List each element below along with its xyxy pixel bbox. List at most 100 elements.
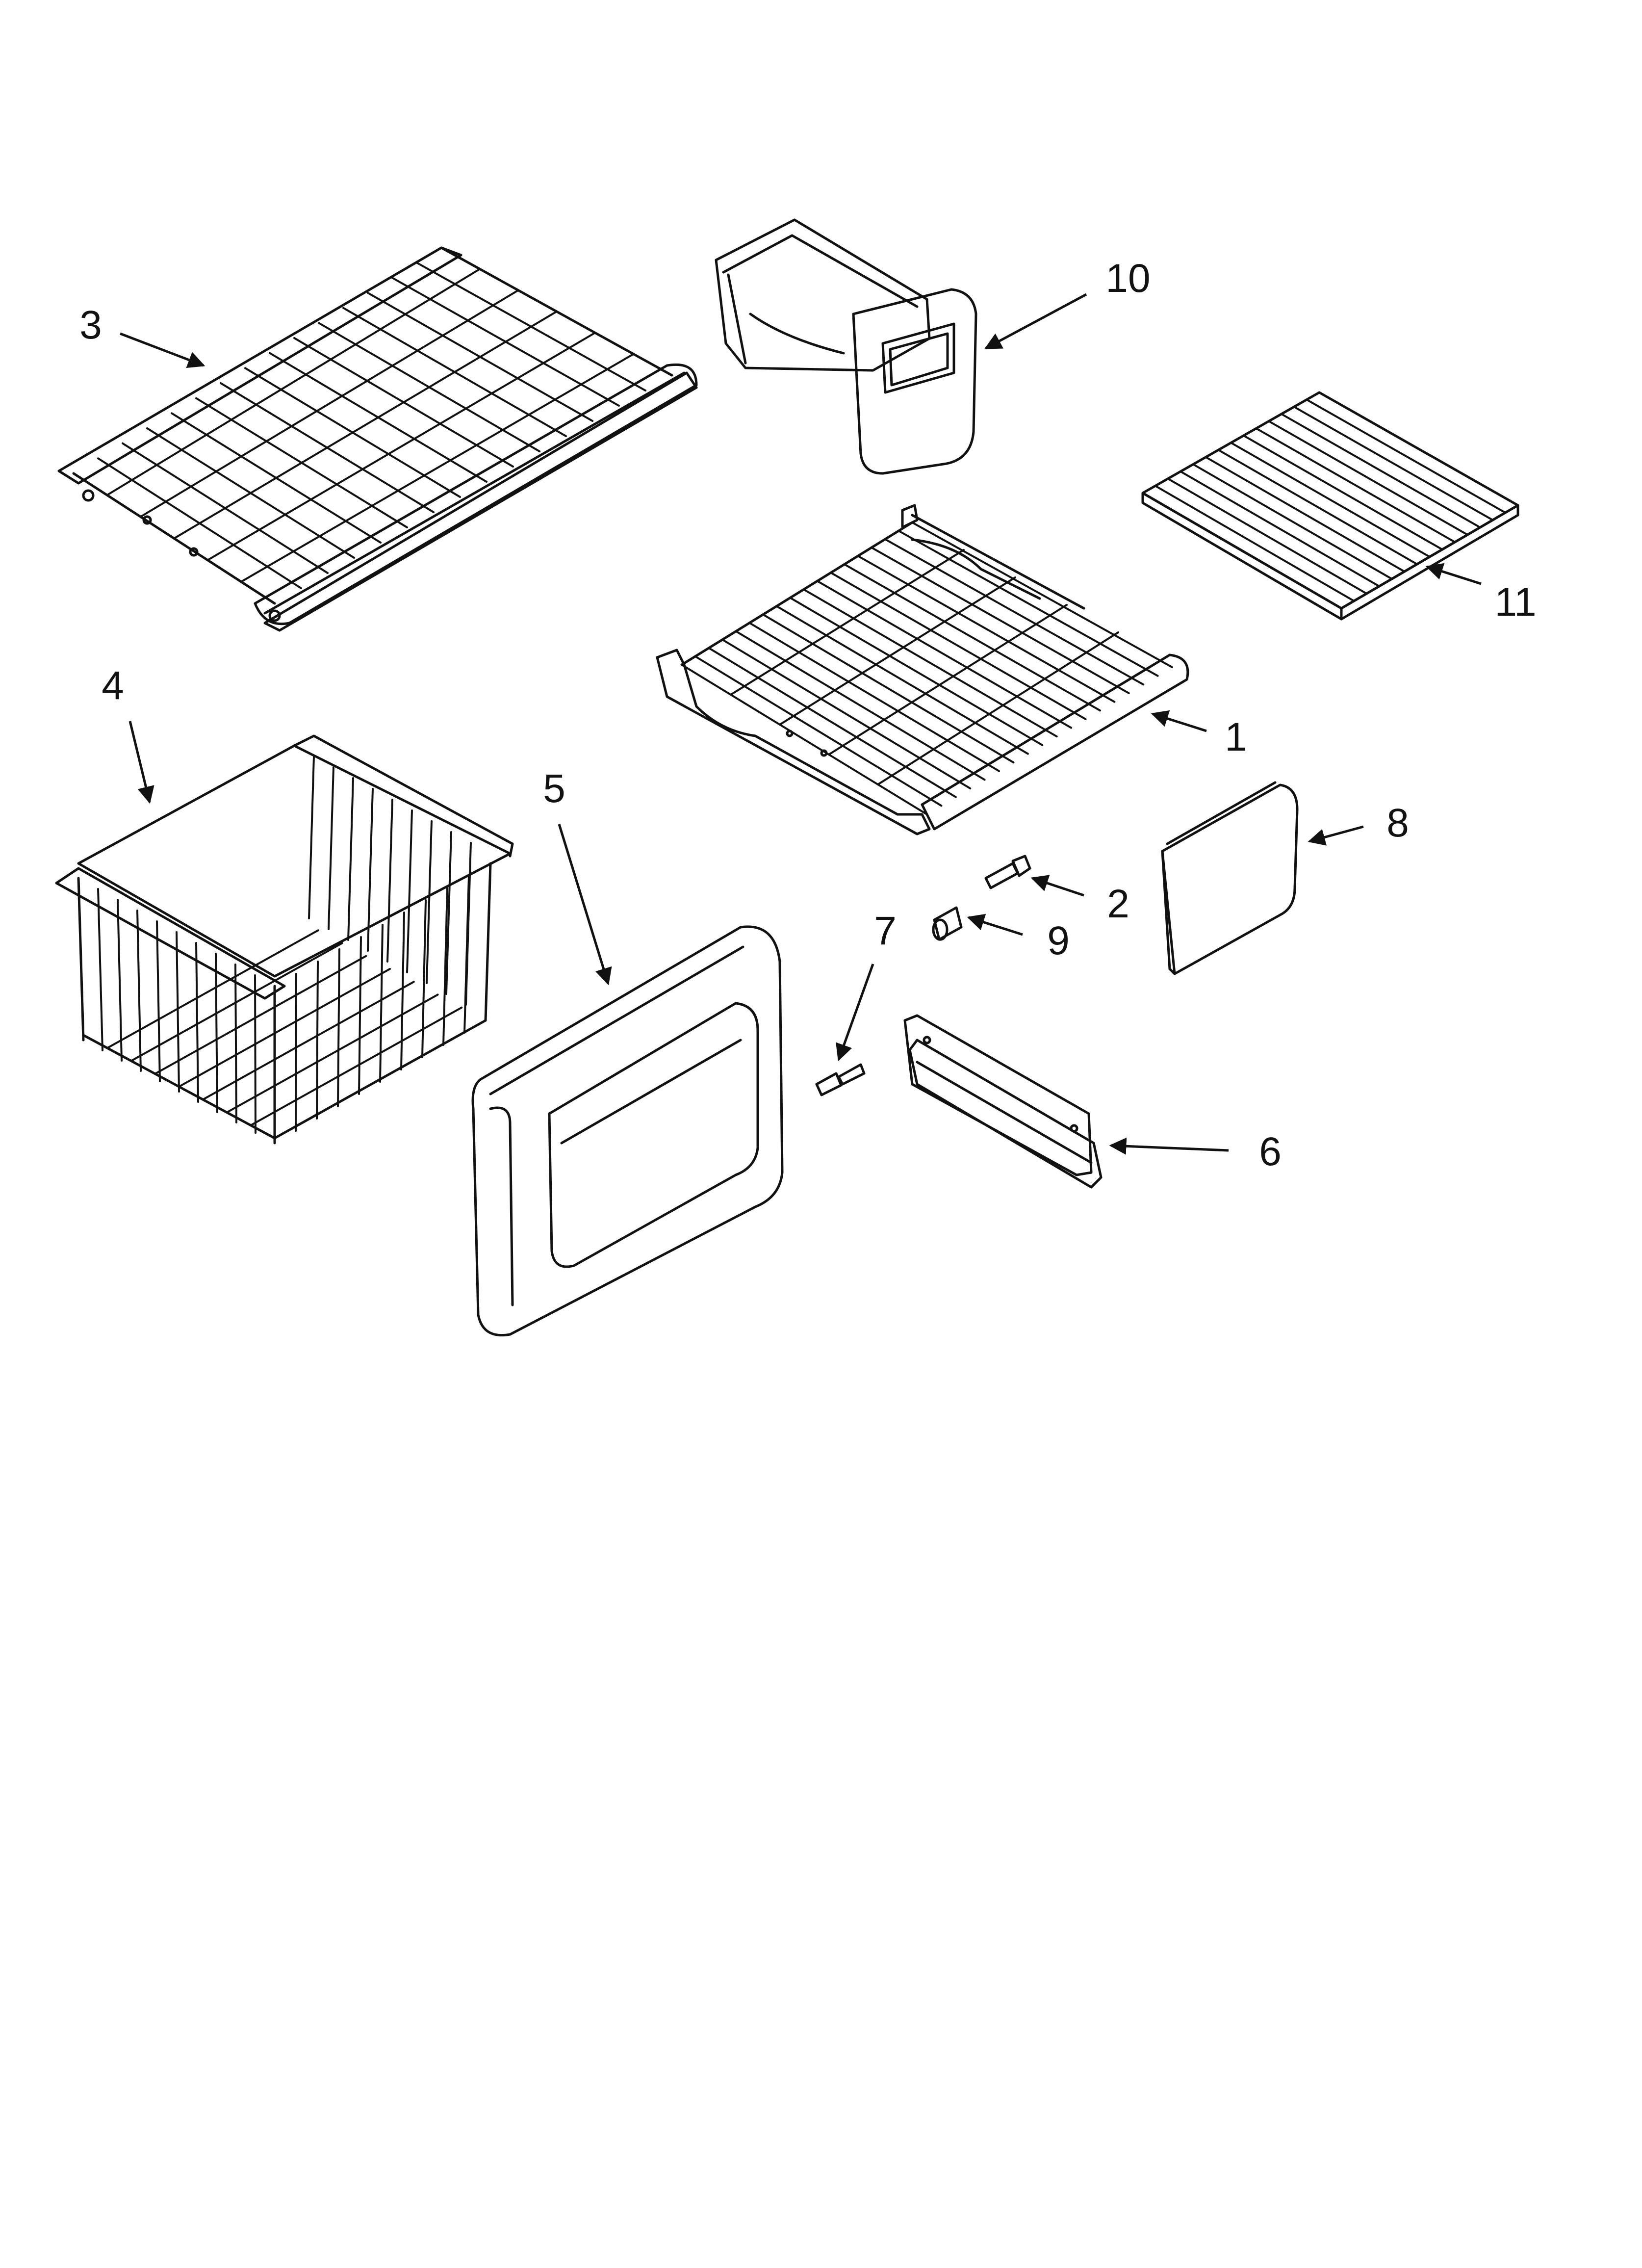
- basket-wire: [136, 910, 142, 1072]
- shelf-wire: [877, 631, 1119, 785]
- shelf-wire: [1180, 470, 1381, 587]
- leader-arrow: [1151, 710, 1207, 732]
- shelf-wire: [721, 638, 972, 790]
- shelf-wire: [816, 580, 1073, 729]
- basket-wire: [202, 981, 415, 1101]
- basket-wire: [308, 756, 315, 919]
- leader-arrow: [967, 913, 1023, 936]
- basket-wire: [400, 912, 405, 1070]
- callout-number: 4: [102, 663, 124, 708]
- callout-wire-shelf-small: 11: [1425, 563, 1537, 625]
- wire-shelf-slide-part: [656, 504, 1189, 835]
- spacer-part: [932, 906, 963, 941]
- shelf-wire: [730, 549, 965, 696]
- callout-screw-small: 2: [1030, 875, 1129, 926]
- leader-arrow: [836, 964, 874, 1062]
- callout-number: 7: [874, 909, 897, 953]
- basket-wire: [250, 1006, 463, 1126]
- basket-wire: [347, 777, 354, 941]
- shelf-wire: [779, 576, 1016, 726]
- shelf-wire: [681, 664, 928, 815]
- leader-arrow: [1109, 1137, 1229, 1155]
- basket-wire: [442, 887, 448, 1046]
- shelf-wires-group: [73, 247, 673, 604]
- basket-wire: [178, 968, 391, 1088]
- shelf-wire: [884, 538, 1145, 686]
- shelf-wire: [1255, 427, 1456, 543]
- shelf-wire: [911, 521, 1173, 668]
- basket-wire: [328, 766, 334, 930]
- slide-rail-part: [903, 1014, 1103, 1189]
- callout-storage-bin: 10: [984, 256, 1151, 350]
- leader-arrow: [1030, 875, 1084, 897]
- shelf-wire: [1230, 442, 1431, 558]
- basket-wire: [337, 948, 340, 1107]
- shelf-wire: [1217, 449, 1418, 565]
- basket-wire: [254, 974, 257, 1134]
- shelf-wire: [775, 605, 1029, 755]
- shelf-wires-group-slide: [681, 521, 1173, 815]
- shelf-wire: [139, 289, 519, 518]
- shelf-wire: [828, 604, 1068, 756]
- basket-wire: [358, 936, 362, 1095]
- basket-wire: [386, 799, 393, 963]
- basket-wire: [106, 929, 319, 1049]
- drawer-front-part: [471, 925, 784, 1337]
- shelf-wire: [857, 555, 1116, 703]
- callout-number: 6: [1259, 1129, 1282, 1174]
- leader-arrow: [558, 824, 612, 986]
- shelf-wire: [206, 332, 596, 561]
- shelf-wire: [173, 311, 558, 540]
- wire-shelf-large-part: [57, 246, 698, 632]
- screw-small-part: [984, 855, 1031, 889]
- shelf-wire: [1268, 420, 1469, 536]
- shelf-wire: [1205, 456, 1406, 573]
- callout-number: 1: [1225, 715, 1247, 759]
- leader-arrow: [984, 293, 1087, 350]
- shelf-wire: [898, 530, 1159, 677]
- callout-number: 9: [1047, 918, 1070, 963]
- shelf-wire: [789, 597, 1044, 746]
- basket-wire: [226, 993, 439, 1114]
- leader-arrow: [128, 721, 154, 804]
- shelf-wire: [1154, 485, 1355, 602]
- basket-wire: [176, 931, 180, 1093]
- cover-panel-part: [1161, 781, 1299, 975]
- basket-wire: [97, 888, 103, 1051]
- basket-wire: [465, 842, 472, 1006]
- callout-screw-rail: 7: [836, 909, 897, 1062]
- callout-shelf-glass-slide: 1: [1151, 710, 1247, 759]
- basket-wire: [156, 920, 161, 1082]
- basket-wire: [234, 964, 237, 1123]
- callout-slide-rail: 6: [1109, 1129, 1282, 1174]
- basket-wire: [154, 955, 367, 1075]
- shelf-wire: [802, 588, 1058, 738]
- wire-shelf-small-part: [1141, 391, 1519, 621]
- shelf-wire: [748, 622, 1001, 772]
- shelf-wire: [735, 630, 986, 781]
- callout-number: 11: [1494, 580, 1536, 625]
- basket-wire: [117, 899, 123, 1062]
- callout-number: 8: [1386, 801, 1409, 845]
- shelf-wire: [240, 353, 635, 583]
- shelf-wire: [1242, 434, 1443, 550]
- leader-arrow: [1308, 825, 1364, 846]
- callout-number: 3: [79, 303, 102, 347]
- shelf-wire: [1167, 477, 1368, 595]
- basket-wire: [406, 809, 413, 973]
- basket-wire: [445, 831, 452, 995]
- screw-rail-part: [815, 1063, 866, 1096]
- shelf-wire: [843, 563, 1101, 712]
- shelf-wire: [1306, 398, 1507, 514]
- basket-wire: [367, 788, 374, 952]
- callout-wire-shelf-large: 3: [79, 303, 205, 368]
- basket-wire: [421, 899, 427, 1058]
- callout-layer: 1 2 3 4 5 6 7 8 9 10 11: [79, 256, 1536, 1174]
- basket-wire: [215, 953, 218, 1113]
- shelf-wire: [106, 268, 481, 496]
- callout-cover-panel: 8: [1308, 801, 1409, 846]
- callout-drawer-front: 5: [543, 766, 612, 986]
- wire-basket-part: [55, 734, 514, 1145]
- shelf-wire: [1293, 406, 1494, 521]
